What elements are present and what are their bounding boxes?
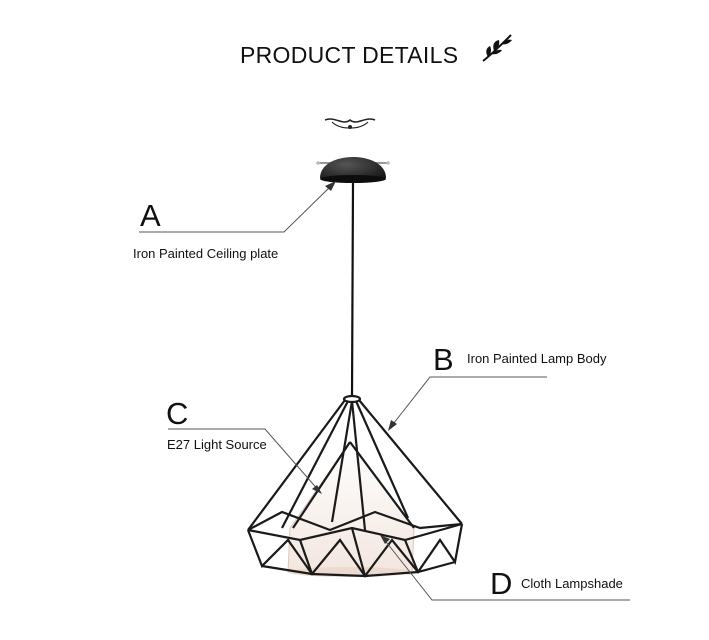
callout-label-c: E27 Light Source [167, 437, 267, 452]
arrow-heads [312, 181, 397, 544]
leader-lines [139, 183, 630, 601]
callout-label-d: Cloth Lampshade [521, 576, 623, 591]
lamp-body-frame [246, 394, 464, 578]
callout-letter-b: B [433, 342, 454, 377]
callout-letter-a: A [140, 198, 161, 233]
page-title: PRODUCT DETAILS [240, 42, 459, 68]
callout-letter-d: D [490, 566, 513, 601]
ceiling-plate [316, 157, 390, 183]
callout-label-a: Iron Painted Ceiling plate [133, 246, 279, 261]
callout-label-b: Iron Painted Lamp Body [467, 351, 607, 366]
ornament-icon [324, 118, 376, 129]
leaf-sprig-icon [482, 34, 512, 62]
power-cord [350, 181, 355, 398]
callout-letter-c: C [166, 396, 189, 431]
